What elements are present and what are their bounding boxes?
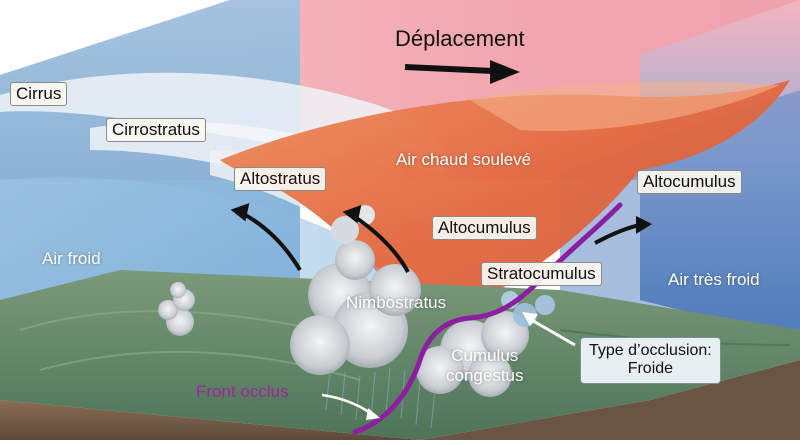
label-very-cold-air: Air très froid <box>668 270 760 289</box>
label-cirrus: Cirrus <box>10 82 68 106</box>
label-occluded-front: Front occlus <box>196 382 289 401</box>
movement-title: Déplacement <box>395 26 525 51</box>
label-altostratus: Altostratus <box>234 167 327 191</box>
occlusion-type-line1: Type d’occlusion: <box>589 342 712 359</box>
occlusion-type-pointer <box>522 312 576 347</box>
cumulus-congestus-cloud <box>416 311 529 397</box>
label-cumulus-congestus-line2: congestus <box>446 365 524 385</box>
warm-air-cloud-streak <box>470 81 780 131</box>
label-nimbostratus: Nimbostratus <box>346 293 447 312</box>
front-occlus-pointer <box>321 393 380 420</box>
small-cumulus-cloud <box>158 282 195 336</box>
label-warm-air-lifted: Air chaud soulevé <box>396 150 532 169</box>
ground-side-face <box>420 360 800 440</box>
arrow-right-icon <box>404 60 520 84</box>
label-cirrostratus: Cirrostratus <box>106 118 206 142</box>
label-cold-air: Air froid <box>42 249 101 268</box>
curved-arrow-icon <box>594 216 652 245</box>
label-cumulus-congestus-line1: Cumulus <box>451 346 519 365</box>
label-cumulus-congestus: Cumulus congestus <box>446 346 524 385</box>
label-stratocumulus: Stratocumulus <box>481 262 602 286</box>
label-altocumulus-right: Altocumulus <box>637 170 742 194</box>
curved-arrow-icon <box>230 202 302 272</box>
ground-front-face <box>0 400 420 440</box>
occlusion-type-line2: Froide <box>627 360 674 378</box>
occlusion-type-callout: Type d’occlusion: Froide <box>580 337 721 384</box>
occluded-front-line <box>352 202 623 435</box>
label-altocumulus-center: Altocumulus <box>432 216 537 240</box>
curved-arrow-icon <box>342 204 410 273</box>
